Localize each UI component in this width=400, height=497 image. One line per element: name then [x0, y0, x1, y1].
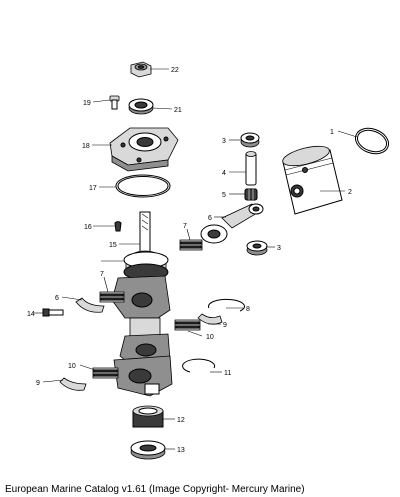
callout-18: 18: [82, 143, 90, 150]
part-wrist-pin: [245, 151, 257, 186]
part-o-ring: [115, 174, 171, 198]
part-bushing-upper: [240, 132, 260, 148]
callout-7-upper: 7: [183, 223, 187, 230]
copyright-caption: European Marine Catalog v1.61 (Image Cop…: [5, 484, 305, 495]
callout-14: 14: [27, 311, 35, 318]
callout-7-lower: 7: [100, 271, 104, 278]
part-crankshaft: [111, 211, 173, 397]
callout-6-upper: 6: [208, 215, 212, 222]
part-screw: [109, 95, 120, 110]
part-seal-lower: [130, 440, 166, 460]
callout-9-lower: 9: [36, 380, 40, 387]
callout-10-middle: 10: [206, 334, 214, 341]
part-bushing-lower: [246, 240, 268, 256]
part-pin-bearing: [244, 188, 258, 201]
callout-1: 1: [330, 129, 334, 136]
callout-15: 15: [109, 242, 117, 249]
callout-12: 12: [177, 417, 185, 424]
callout-6-lower: 6: [55, 295, 59, 302]
part-connecting-rod: [200, 203, 264, 244]
part-roller-bearing: [132, 405, 164, 428]
callout-11: 11: [224, 370, 231, 377]
callout-19: 19: [83, 100, 91, 107]
part-needle-bearing-upper: [179, 239, 203, 251]
part-bearings-lower-left: [59, 367, 119, 391]
part-end-cap: [109, 127, 179, 172]
callout-3-upper: 3: [222, 138, 226, 145]
callout-20: 21: [174, 107, 182, 114]
callout-labels: 22 19 21 18 17 16 15 1 2 3 4 5 6 7 3 6 7…: [27, 67, 352, 454]
leader-lines: [34, 68, 358, 450]
callout-13: 13: [177, 447, 185, 454]
callout-10-lower: 10: [68, 363, 76, 370]
callout-4: 4: [222, 170, 226, 177]
callout-5: 5: [222, 192, 226, 199]
part-nut: [130, 61, 152, 78]
callout-8: 8: [246, 306, 250, 313]
part-retaining-ring-11: [182, 358, 216, 373]
part-key: [114, 221, 122, 232]
part-seal: [128, 98, 154, 115]
callout-3-lower: 3: [277, 245, 281, 252]
callout-17: 17: [89, 185, 97, 192]
part-bolt: [42, 308, 64, 317]
part-piston: [282, 145, 343, 215]
part-bearing-halves-left: [75, 291, 125, 313]
callout-2: 2: [348, 189, 352, 196]
callout-16: 16: [84, 224, 92, 231]
callout-21: 22: [171, 67, 179, 74]
part-piston-ring: [355, 127, 389, 155]
callout-9-middle: 9: [223, 322, 227, 329]
part-retaining-ring-8: [208, 298, 245, 312]
part-bearings-middle: [174, 313, 223, 331]
